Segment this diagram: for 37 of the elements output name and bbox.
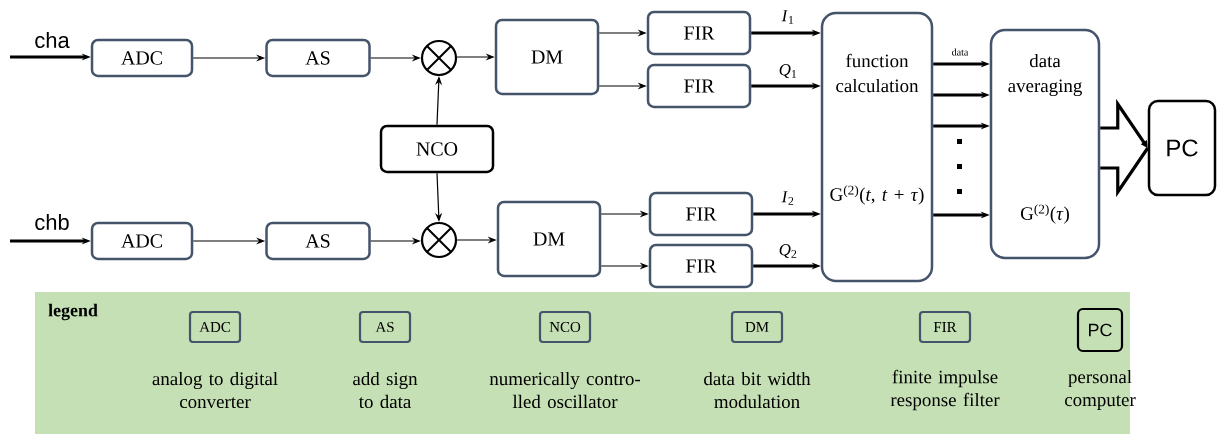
process-box: AS xyxy=(265,221,371,261)
legend-sample: NCO xyxy=(538,310,592,344)
process-box: ADC xyxy=(90,221,194,261)
legend-sample: FIR xyxy=(918,310,972,344)
process-box: data averaging G$^{(2)}$(τ) xyxy=(989,28,1101,260)
mixer-circle xyxy=(420,221,458,259)
legend-sample: PC xyxy=(1076,307,1124,353)
edge-label: Q$_{1}$ xyxy=(777,63,799,79)
process-box: DM xyxy=(496,200,602,278)
process-box: FIR xyxy=(648,243,754,289)
process-box: FIR xyxy=(646,63,752,109)
edge-label: Q$_{2}$ xyxy=(777,243,799,259)
edge-label: I$_{2}$ xyxy=(780,190,796,206)
process-box: function calculation G$^{(2)}$(t, t + τ) xyxy=(820,11,934,283)
legend-text: analog to digital converter xyxy=(152,371,278,409)
edge-label: data xyxy=(950,47,970,57)
edge-label: I$_{1}$ xyxy=(780,9,796,25)
edge-label: cha xyxy=(33,30,71,50)
block-arrow xyxy=(1098,98,1150,198)
legend-text: numerically contro- lled oscillator xyxy=(489,371,641,409)
legend-text: add sign to data xyxy=(353,371,418,409)
process-box: DM xyxy=(494,18,600,96)
legend-text: personal computer xyxy=(1065,369,1136,411)
legend-sample: DM xyxy=(730,310,784,344)
process-box: NCO xyxy=(379,124,495,174)
legend-sample: ADC xyxy=(188,310,242,344)
legend-title: legend xyxy=(48,303,98,321)
legend-text: data bit width modulation xyxy=(704,371,811,409)
edge-label: chb xyxy=(33,212,71,232)
process-box: FIR xyxy=(648,191,754,237)
legend-text: finite impulse response filter xyxy=(890,369,1000,411)
legend-sample: AS xyxy=(358,310,412,344)
process-box: ADC xyxy=(90,38,194,78)
mixer-circle xyxy=(420,39,458,77)
process-box: AS xyxy=(265,38,371,78)
process-box: FIR xyxy=(646,10,752,56)
computer-box: PC xyxy=(1147,99,1217,197)
